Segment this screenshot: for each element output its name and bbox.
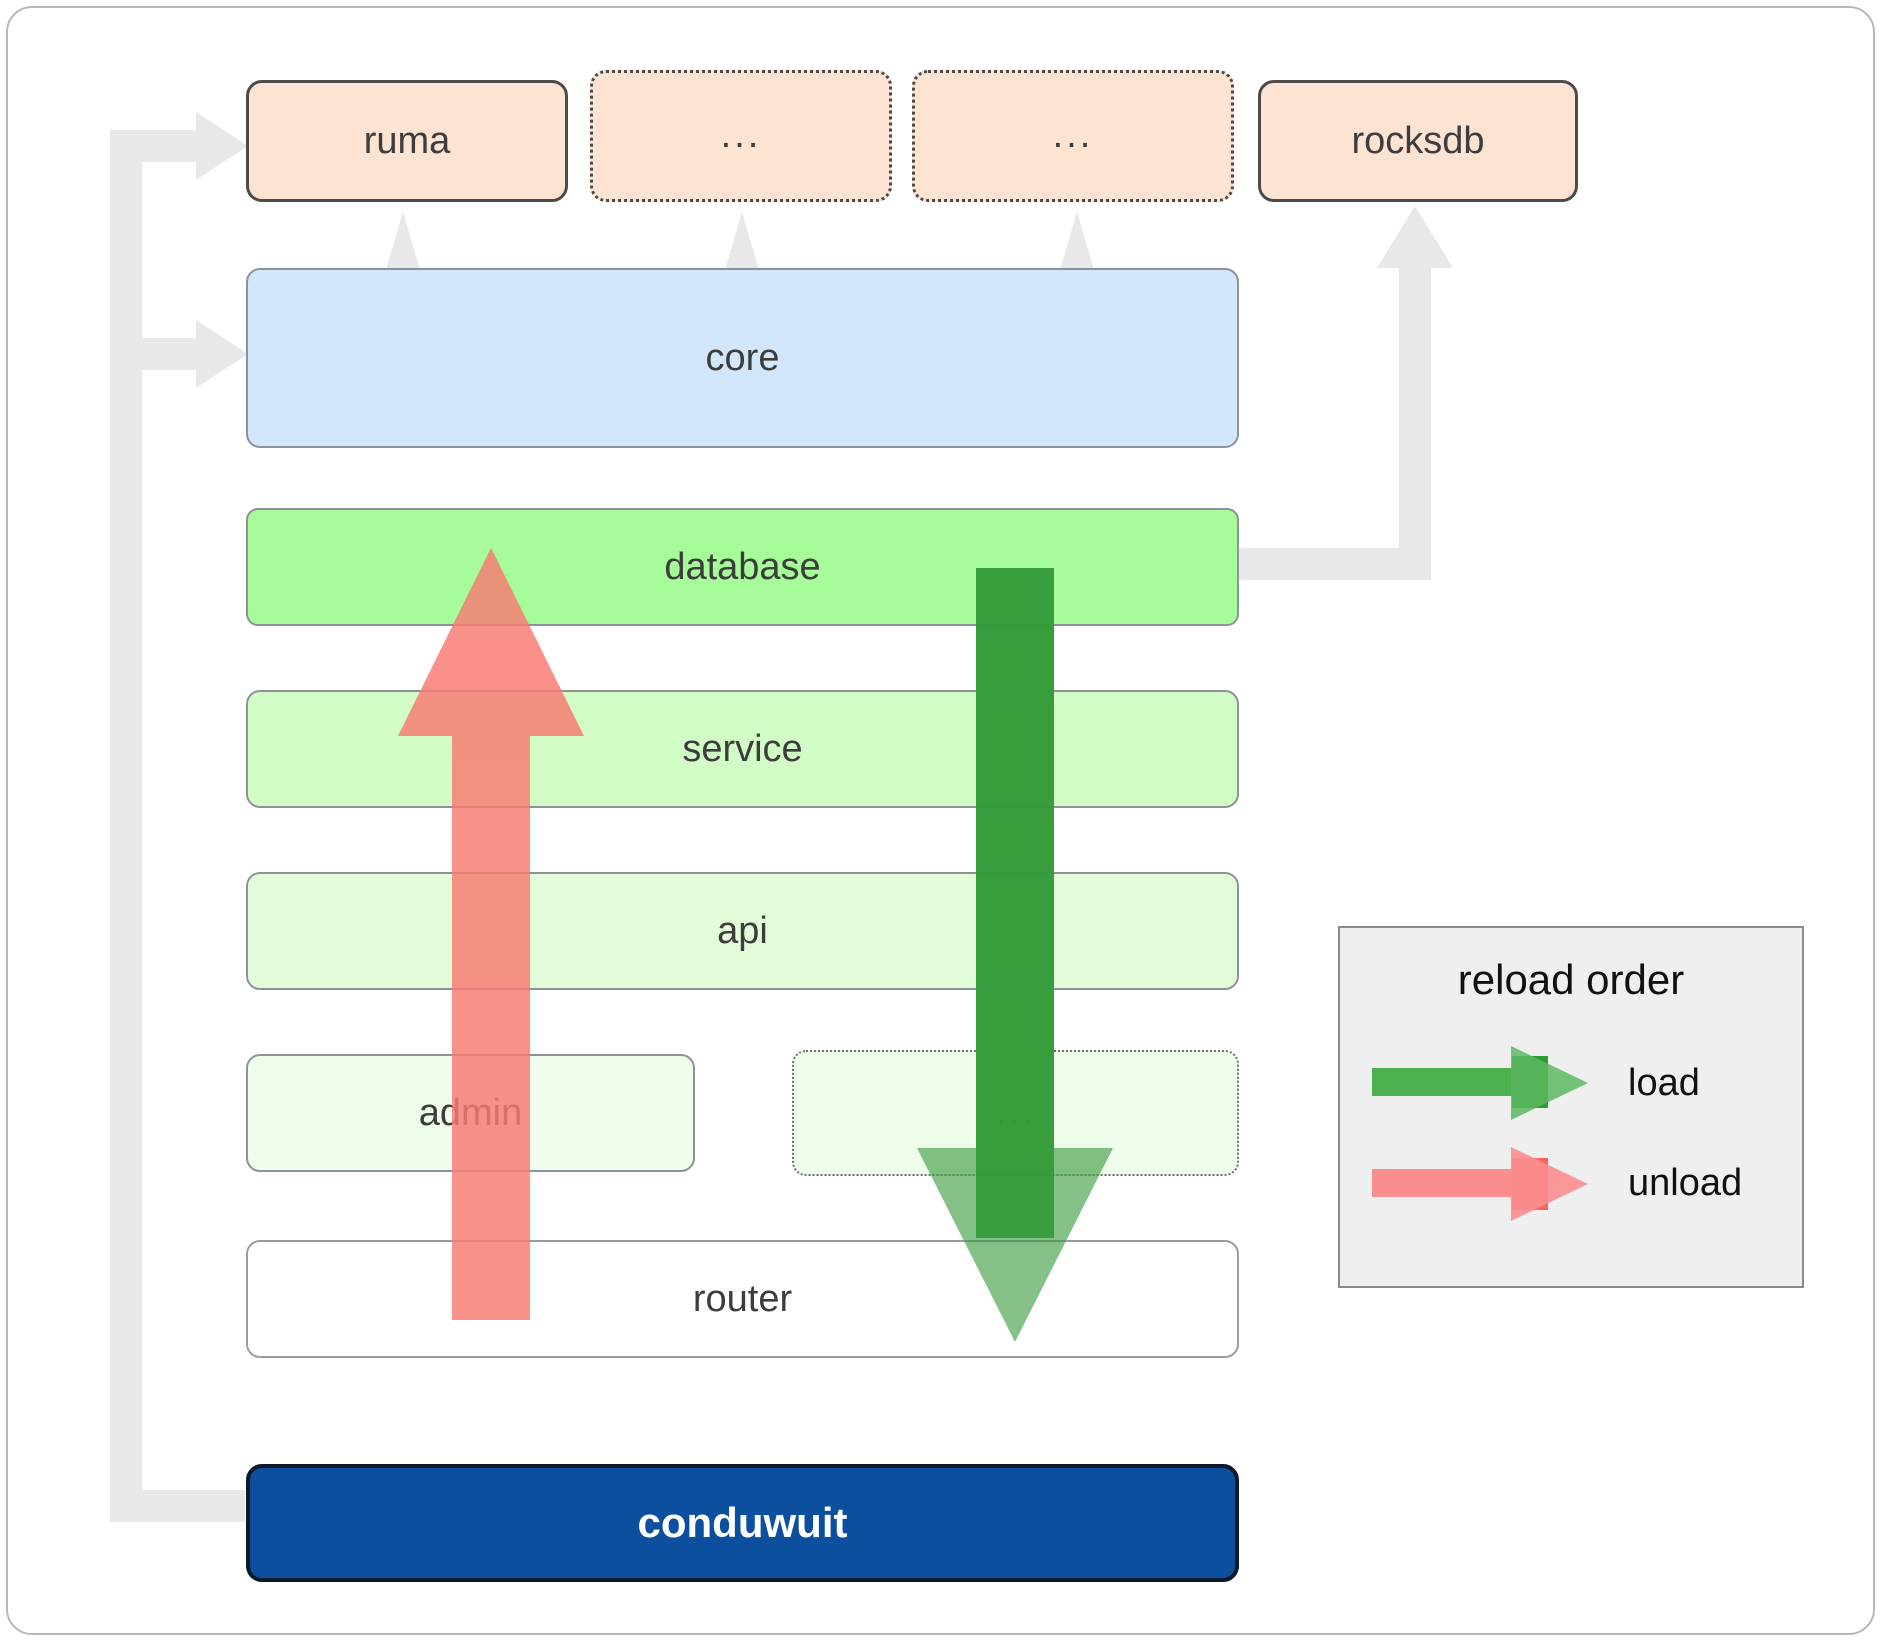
dependency-box-rocksdb[interactable]: rocksdb bbox=[1258, 80, 1578, 202]
layer-label-conduwuit: conduwuit bbox=[637, 1499, 848, 1546]
dependency-box-more-1[interactable]: ... bbox=[590, 70, 892, 202]
layer-label-more: ... bbox=[995, 1091, 1036, 1134]
layer-label-api: api bbox=[717, 909, 768, 952]
layer-box-router[interactable]: router bbox=[246, 1240, 1239, 1358]
legend-label-unload: unload bbox=[1628, 1162, 1743, 1204]
dependency-box-more-2[interactable]: ... bbox=[912, 70, 1234, 202]
layer-box-database[interactable]: database bbox=[246, 508, 1239, 626]
legend-label-load: load bbox=[1628, 1062, 1700, 1104]
layer-label-router: router bbox=[692, 1277, 793, 1320]
layer-label-admin: admin bbox=[418, 1091, 523, 1134]
dependency-label-more-1: ... bbox=[720, 114, 762, 157]
diagram-frame bbox=[6, 6, 1875, 1635]
layer-label-service: service bbox=[682, 727, 803, 770]
dependency-box-ruma[interactable]: ruma bbox=[246, 80, 568, 202]
legend-title: reload order bbox=[1457, 956, 1685, 1003]
layer-label-database: database bbox=[664, 545, 821, 588]
layer-box-admin[interactable]: admin bbox=[246, 1054, 695, 1172]
dependency-label-ruma: ruma bbox=[363, 119, 451, 162]
layer-label-core: core bbox=[705, 336, 780, 379]
legend-unload-arrow bbox=[1372, 1147, 1588, 1221]
layer-box-api[interactable]: api bbox=[246, 872, 1239, 990]
layer-box-conduwuit[interactable]: conduwuit bbox=[246, 1464, 1239, 1582]
layer-box-more[interactable]: ... bbox=[792, 1050, 1239, 1176]
layer-box-service[interactable]: service bbox=[246, 690, 1239, 808]
layer-box-core[interactable]: core bbox=[246, 268, 1239, 448]
legend-arrow-swatches bbox=[1372, 1046, 1588, 1221]
dependency-label-rocksdb: rocksdb bbox=[1351, 119, 1485, 162]
dependency-label-more-2: ... bbox=[1052, 114, 1094, 157]
legend-panel: reload order load unload bbox=[1338, 926, 1804, 1288]
legend-load-arrow bbox=[1372, 1046, 1588, 1120]
